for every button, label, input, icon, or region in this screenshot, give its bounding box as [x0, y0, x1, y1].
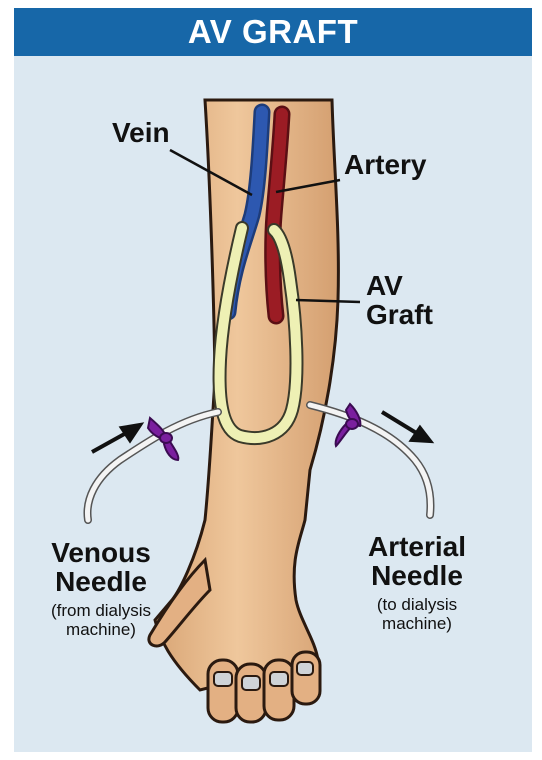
- av-graft-label-line1: AV: [366, 271, 433, 300]
- arterial-needle-sub-1: (to dialysis: [350, 595, 484, 615]
- artery-label: Artery: [344, 150, 426, 179]
- arterial-needle-title-1: Arterial: [350, 532, 484, 561]
- av-graft-label: AV Graft: [366, 271, 433, 330]
- av-graft-label-line2: Graft: [366, 300, 433, 329]
- vein-label: Vein: [112, 118, 170, 147]
- arterial-needle-label: Arterial Needle (to dialysis machine): [350, 532, 484, 634]
- arterial-needle-sub-2: machine): [350, 614, 484, 634]
- venous-needle-title-1: Venous: [36, 538, 166, 567]
- venous-needle-label: Venous Needle (from dialysis machine): [36, 538, 166, 640]
- venous-needle-title-2: Needle: [36, 567, 166, 596]
- venous-needle-sub-1: (from dialysis: [36, 601, 166, 621]
- arterial-needle-title-2: Needle: [350, 561, 484, 590]
- venous-needle-sub-2: machine): [36, 620, 166, 640]
